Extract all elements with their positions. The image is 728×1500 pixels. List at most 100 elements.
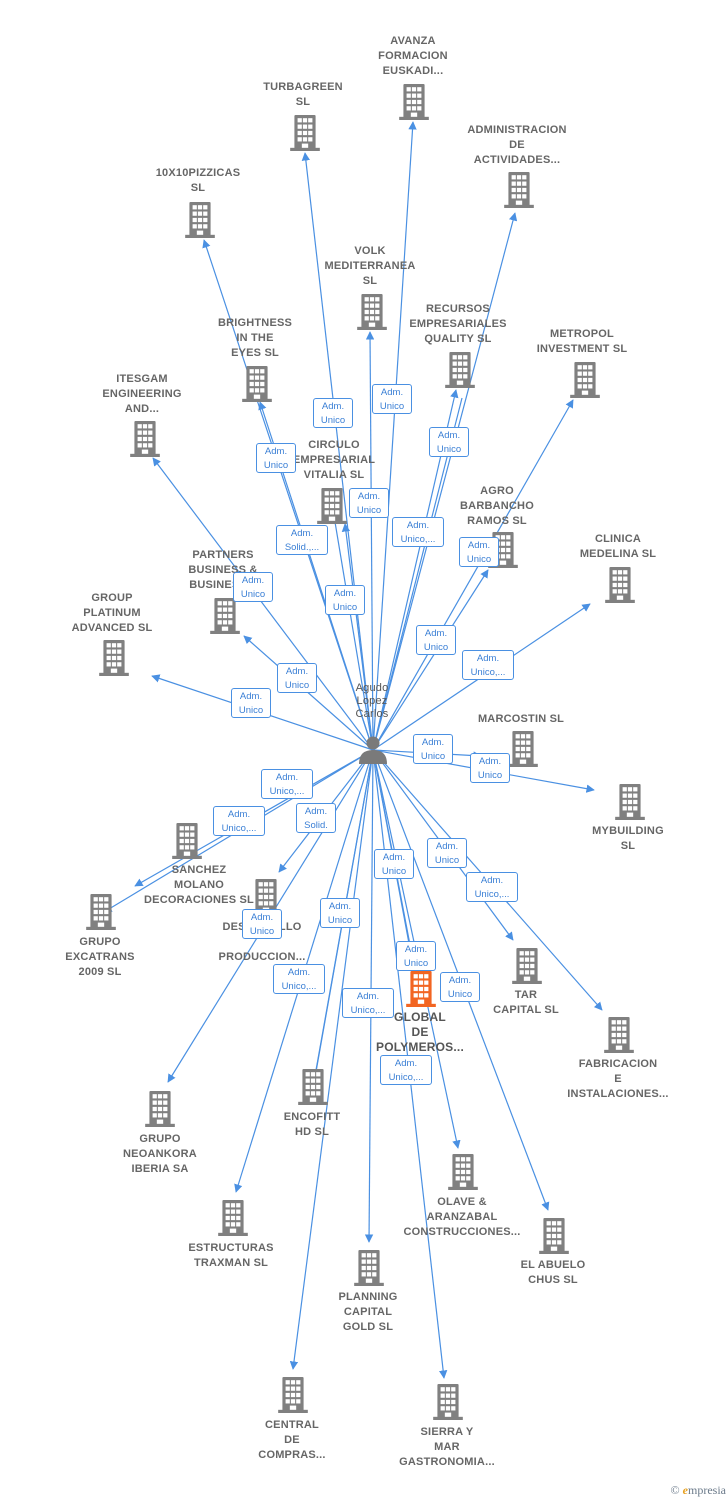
10x10-building-icon[interactable] xyxy=(185,202,215,238)
encofitt-building-icon[interactable] xyxy=(298,1069,328,1105)
relation-label[interactable]: Adm.Unico xyxy=(349,488,389,518)
itesgam-building-icon[interactable] xyxy=(130,421,160,457)
person-icon[interactable] xyxy=(359,736,387,765)
relation-label-line: Adm. xyxy=(250,912,274,923)
volk-building-icon[interactable] xyxy=(357,294,387,330)
company-label-line: SL xyxy=(295,96,311,108)
partners-building-icon[interactable] xyxy=(210,598,240,634)
relation-label[interactable]: Adm.Unico xyxy=(459,537,499,567)
abuelo-building-icon[interactable] xyxy=(539,1218,569,1254)
brightness-building-icon[interactable] xyxy=(242,366,272,402)
relation-label[interactable]: Adm.Unico xyxy=(256,443,296,473)
relation-label[interactable]: Adm.Unico xyxy=(320,898,360,928)
relation-label-line: Adm. xyxy=(333,588,357,599)
clinica-building-icon[interactable] xyxy=(605,567,635,603)
relation-label[interactable]: Adm.Unico xyxy=(372,384,412,414)
company-label-marcostin[interactable]: MARCOSTIN SL xyxy=(478,712,564,727)
relation-label-line: Adm. xyxy=(421,737,445,748)
excatrans-building-icon[interactable] xyxy=(86,894,116,930)
company-label-line: MYBUILDING xyxy=(592,825,664,837)
mybuilding-building-icon[interactable] xyxy=(615,784,645,820)
avanza-building-icon[interactable] xyxy=(399,84,429,120)
relation-label[interactable]: Adm.Unico,... xyxy=(261,769,313,799)
metropol-building-icon[interactable] xyxy=(570,362,600,398)
sanchez-building-icon[interactable] xyxy=(172,823,202,859)
company-label-line: TRAXMAN SL xyxy=(193,1257,269,1269)
relation-label[interactable]: Adm.Unico xyxy=(416,625,456,655)
administracion-building-icon[interactable] xyxy=(504,172,534,208)
relation-label-line: Adm. xyxy=(241,575,265,586)
relation-label[interactable]: Adm.Unico xyxy=(396,941,436,971)
recursos-building-icon[interactable] xyxy=(445,352,475,388)
relation-label[interactable]: Adm.Unico xyxy=(325,585,365,615)
marcostin-building-icon[interactable] xyxy=(508,731,538,767)
sierra-building-icon[interactable] xyxy=(433,1384,463,1420)
relation-label[interactable]: Adm.Unico xyxy=(242,909,282,939)
relation-label-line: Adm. xyxy=(382,852,406,863)
relation-label[interactable]: Adm.Unico xyxy=(470,753,510,783)
circulo-building-icon[interactable] xyxy=(317,488,347,524)
group_platinum-building-icon[interactable] xyxy=(99,640,129,676)
olave-building-icon[interactable] xyxy=(448,1154,478,1190)
relation-label[interactable]: Adm.Solid.,... xyxy=(276,525,328,555)
relation-label[interactable]: Adm.Unico xyxy=(233,572,273,602)
company-label-line: 2009 SL xyxy=(78,966,122,978)
relation-label[interactable]: Adm.Unico,... xyxy=(273,964,325,994)
relation-label[interactable]: Adm.Solid. xyxy=(296,803,336,833)
relation-label[interactable]: Adm.Unico,... xyxy=(342,988,394,1018)
company-label-line: BARBANCHO xyxy=(460,500,534,512)
planning-building-icon[interactable] xyxy=(354,1250,384,1286)
relation-label[interactable]: Adm.Unico,... xyxy=(392,517,444,547)
relation-label[interactable]: Adm.Unico xyxy=(374,849,414,879)
estructuras-building-icon[interactable] xyxy=(218,1200,248,1236)
turbagreen-building-icon[interactable] xyxy=(290,115,320,151)
central-building-icon[interactable] xyxy=(278,1377,308,1413)
relation-label[interactable]: Adm.Unico xyxy=(429,427,469,457)
tar-building-icon[interactable] xyxy=(512,948,542,984)
relation-label[interactable]: Adm.Unico xyxy=(413,734,453,764)
relation-label[interactable]: Adm.Unico xyxy=(277,663,317,693)
relation-label-line: Adm. xyxy=(424,628,448,639)
relation-label[interactable]: Adm.Unico,... xyxy=(462,650,514,680)
neoankora-building-icon[interactable] xyxy=(145,1091,175,1127)
fabricacion-building-icon[interactable] xyxy=(604,1017,634,1053)
relation-label[interactable]: Adm.Unico xyxy=(313,398,353,428)
relation-label[interactable]: Adm.Unico,... xyxy=(213,806,265,836)
relation-label[interactable]: Adm.Unico,... xyxy=(380,1055,432,1085)
relation-label[interactable]: Adm.Unico,... xyxy=(466,872,518,902)
relation-label-line: Adm. xyxy=(328,901,352,912)
relation-label[interactable]: Adm.Unico xyxy=(440,972,480,1002)
global-building-icon[interactable] xyxy=(406,971,436,1007)
relation-label[interactable]: Adm.Unico xyxy=(427,838,467,868)
company-label-line: RAMOS SL xyxy=(467,515,527,527)
relation-label[interactable]: Adm.Unico xyxy=(231,688,271,718)
